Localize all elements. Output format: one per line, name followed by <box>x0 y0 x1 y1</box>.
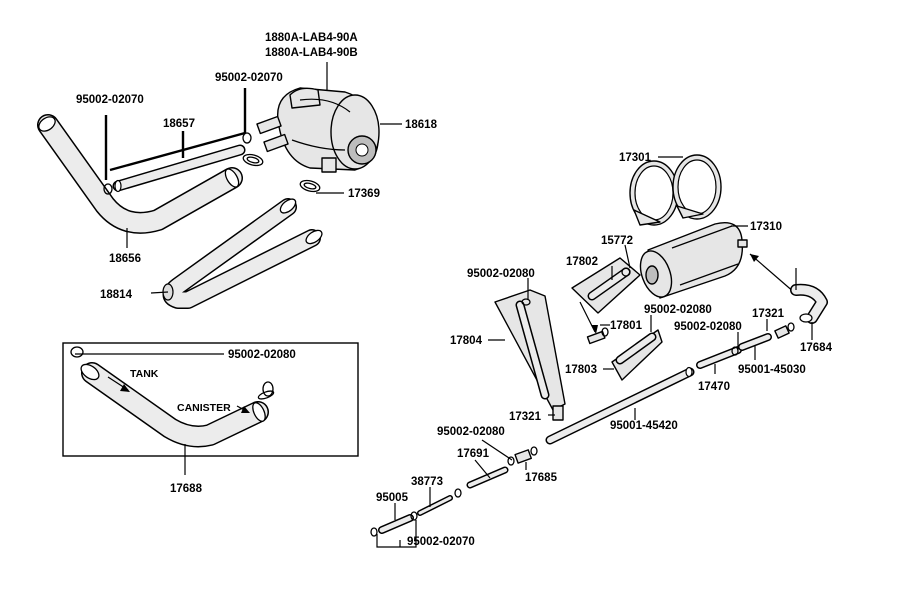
callout-bracket-17301: 17301 <box>619 152 652 164</box>
callout-canister-b: 1880A-LAB4-90B <box>265 47 358 59</box>
clamp-icon <box>70 346 84 358</box>
bracket-17803 <box>611 329 663 381</box>
hose-17684 <box>790 283 828 324</box>
callout-inset-clamp: 95002-02080 <box>228 349 296 361</box>
callout-valve-17691: 17691 <box>457 448 490 460</box>
callout-clamp-lower: 95002-02080 <box>437 426 505 438</box>
clamp-icon <box>242 132 252 144</box>
callout-clamp-17801: 95002-02080 <box>644 304 712 316</box>
hose-17801 <box>586 327 609 345</box>
hose-18814 <box>162 198 323 309</box>
callout-clamp-mid-right: 95002-02080 <box>674 321 742 333</box>
callout-fitting-17685: 17685 <box>525 472 558 484</box>
inset-box <box>62 342 359 475</box>
callout-hose-45030: 95001-45030 <box>738 364 806 376</box>
callout-clamp-17804-top: 95002-02080 <box>467 268 535 280</box>
callout-plate-17802: 17802 <box>566 256 598 268</box>
hose-95001-45420 <box>545 366 695 445</box>
hose-17470 <box>696 346 742 369</box>
hose-17691 <box>466 466 509 489</box>
hose-95005 <box>370 511 418 537</box>
callout-hose-18657: 18657 <box>163 118 195 130</box>
plate-17802 <box>571 257 641 314</box>
hose-95001-45030 <box>738 333 772 351</box>
callout-clip-17369: 17369 <box>348 188 380 200</box>
callout-clamp-top-right: 95002-02070 <box>215 72 283 84</box>
clamp-icon <box>262 381 274 397</box>
callout-clamp-top-left: 95002-02070 <box>76 94 144 106</box>
callout-clamp-17321-lower: 17321 <box>509 411 542 423</box>
bracket-17301 <box>629 154 722 226</box>
callout-inset-canister: CANISTER <box>177 402 231 414</box>
callout-hose-17684: 17684 <box>800 342 833 354</box>
fitting-17321-lower <box>552 405 564 421</box>
valve-17685 <box>507 446 538 466</box>
hose-18657 <box>112 144 246 193</box>
callout-bracket-17310: 17310 <box>750 221 782 233</box>
callout-hose-17470: 17470 <box>698 381 730 393</box>
callout-hose-95005: 95005 <box>376 492 409 504</box>
clamp-icon <box>103 183 113 195</box>
part-38773 <box>417 488 462 516</box>
callout-clamp-bottom: 95002-02070 <box>407 536 475 548</box>
callout-hose-18814: 18814 <box>100 289 133 301</box>
callout-pipe-15772: 15772 <box>601 235 633 247</box>
callout-part-38773: 38773 <box>411 476 443 488</box>
clip-17369 <box>242 153 321 193</box>
canister-17310 <box>639 222 748 299</box>
callout-canister-a: 1880A-LAB4-90A <box>265 32 358 44</box>
callout-canister-18618: 18618 <box>405 119 438 131</box>
callout-hose-45420: 95001-45420 <box>610 420 678 432</box>
hose-18656 <box>37 114 243 234</box>
callout-hose-18656: 18656 <box>109 253 141 265</box>
fitting-17321-right <box>774 322 795 339</box>
callout-clamp-17321-right: 17321 <box>752 308 785 320</box>
callout-hose-17801: 17801 <box>610 320 643 332</box>
callout-bracket-17804: 17804 <box>450 335 483 347</box>
callout-bracket-17803: 17803 <box>565 364 597 376</box>
callout-inset-tank: TANK <box>130 368 159 380</box>
canister-1880a <box>256 87 380 173</box>
callout-inset-hose: 17688 <box>170 483 203 495</box>
bracket-17804 <box>494 289 566 411</box>
